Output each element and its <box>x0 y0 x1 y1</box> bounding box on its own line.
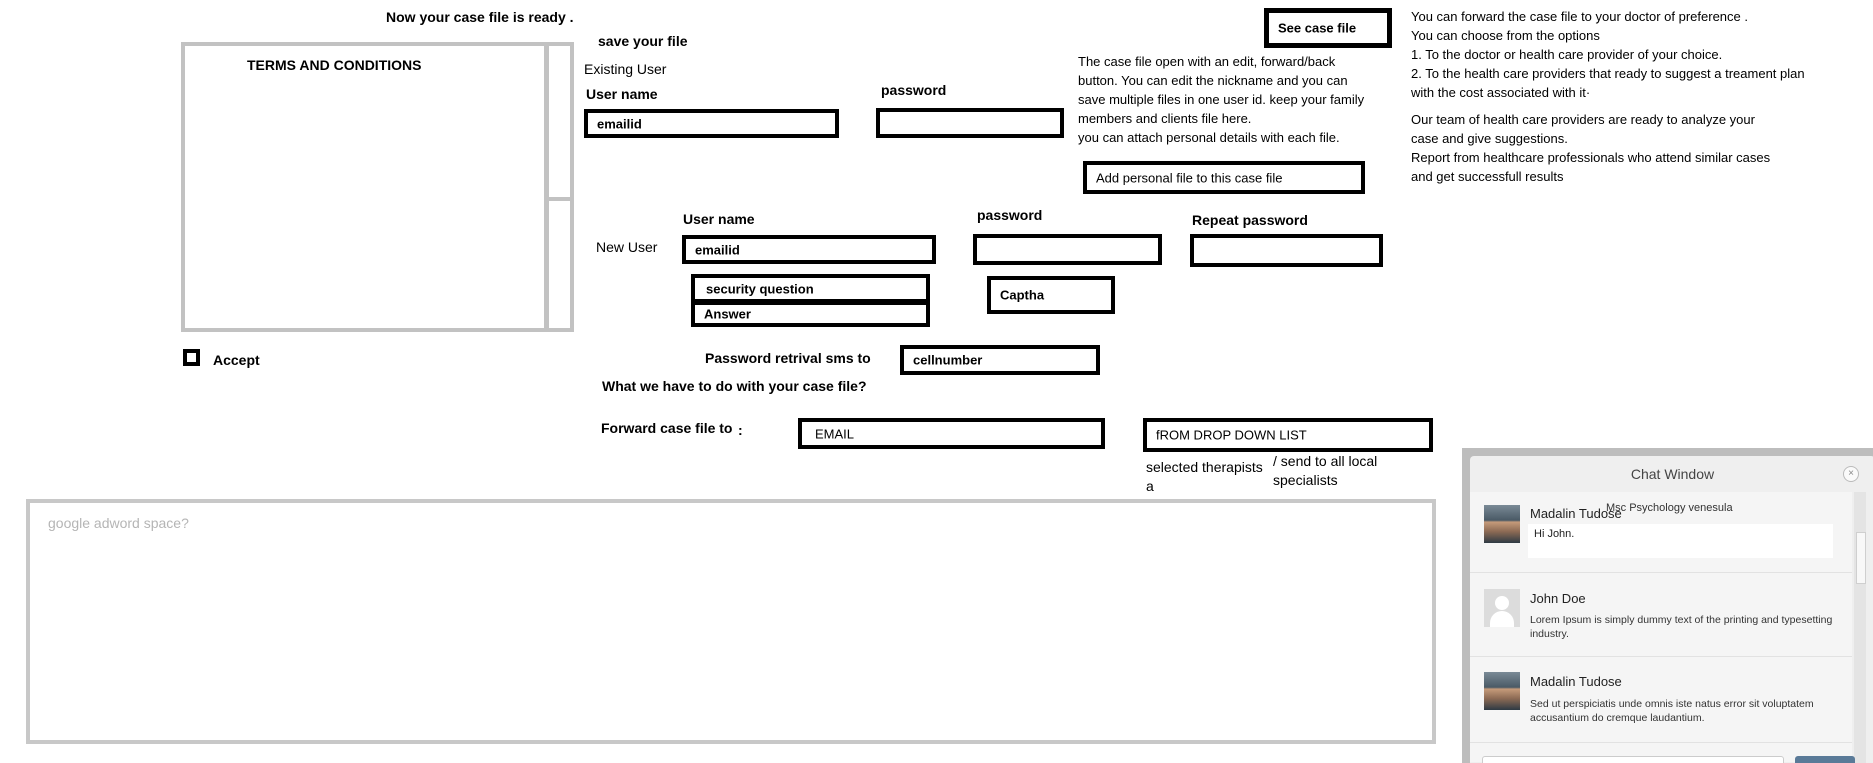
new-username-field[interactable]: emailid <box>682 235 936 264</box>
new-user-label: New User <box>596 239 658 255</box>
case-file-desc-line: you can attach personal details with eac… <box>1078 130 1340 145</box>
add-personal-file-button[interactable]: Add personal file to this case file <box>1083 161 1365 194</box>
info-line: with the cost associated with it· <box>1411 85 1591 100</box>
answer-value: Answer <box>704 306 751 322</box>
accept-checkbox[interactable] <box>183 349 200 366</box>
terms-scrollbar[interactable] <box>544 42 549 332</box>
cellnumber-value: cellnumber <box>913 352 983 368</box>
new-password-field[interactable] <box>973 234 1162 265</box>
chat-message-text: Hi John. <box>1534 528 1575 540</box>
chat-bubble: Hi John. <box>1528 524 1833 558</box>
case-ready-heading: Now your case file is ready . <box>386 9 574 25</box>
repeat-password-label: Repeat password <box>1192 212 1308 228</box>
chat-scrollbar[interactable] <box>1854 492 1866 763</box>
info-line <box>1411 102 1805 110</box>
case-file-description: The case file open with an edit, forward… <box>1078 52 1364 147</box>
case-file-desc-line: save multiple files in one user id. keep… <box>1078 92 1365 107</box>
existing-user-label: Existing User <box>584 61 667 77</box>
selected-therapists-label-2: a <box>1146 478 1154 494</box>
repeat-password-field[interactable] <box>1190 234 1383 267</box>
accept-label: Accept <box>213 352 260 368</box>
avatar <box>1484 672 1520 710</box>
info-line: You can forward the case file to your do… <box>1411 9 1748 24</box>
chat-sender-name: Madalin Tudose <box>1530 506 1622 521</box>
forward-info-text: You can forward the case file to your do… <box>1411 7 1805 186</box>
chat-message: John Doe Lorem Ipsum is simply dummy tex… <box>1470 573 1852 657</box>
chat-send-button[interactable] <box>1795 756 1855 763</box>
chat-messages: Madalin Tudose Msc Psychology venesula H… <box>1470 492 1852 762</box>
chat-sender-name: Madalin Tudose <box>1530 674 1622 689</box>
close-icon[interactable]: × <box>1843 466 1859 482</box>
save-file-title: save your file <box>598 33 688 49</box>
adword-space: google adword space? <box>26 499 1436 744</box>
forward-dropdown[interactable]: fROM DROP DOWN LIST <box>1143 418 1433 452</box>
case-file-desc-line: members and clients file here. <box>1078 111 1252 126</box>
existing-password-label: password <box>881 82 947 98</box>
avatar <box>1484 589 1520 627</box>
terms-scrollbar-thumb[interactable] <box>549 197 574 201</box>
info-line: case and give suggestions. <box>1411 131 1568 146</box>
send-all-label: / send to all local <box>1273 453 1378 469</box>
security-question-value: security question <box>706 281 814 296</box>
forward-label: Forward case file to <box>601 420 733 436</box>
captcha-field[interactable]: Captha <box>987 276 1115 314</box>
security-question-field[interactable]: security question <box>691 274 930 303</box>
existing-username-label: User name <box>586 86 658 102</box>
chat-scrollbar-thumb[interactable] <box>1856 532 1866 584</box>
see-case-file-label: See case file <box>1278 20 1357 36</box>
info-line: and get successfull results <box>1411 169 1564 184</box>
chat-window: Chat Window × Madalin Tudose Msc Psychol… <box>1462 448 1873 763</box>
forward-email-field[interactable]: EMAIL <box>798 418 1105 449</box>
chat-message-text: Sed ut perspiciatis unde omnis iste natu… <box>1530 698 1814 724</box>
chat-title: Chat Window <box>1630 466 1715 482</box>
chat-message: Madalin Tudose Sed ut perspiciatis unde … <box>1470 657 1852 743</box>
chat-panel: Chat Window × Madalin Tudose Msc Psychol… <box>1470 456 1873 763</box>
avatar <box>1484 505 1520 543</box>
forward-colon: : <box>738 422 743 438</box>
terms-title: TERMS AND CONDITIONS <box>247 57 422 73</box>
case-file-desc-line: button. You can edit the nickname and yo… <box>1078 73 1348 88</box>
info-line: Our team of health care providers are re… <box>1411 112 1755 127</box>
chat-input[interactable] <box>1482 756 1784 763</box>
chat-sender-subtitle: Msc Psychology venesula <box>1606 502 1733 514</box>
info-line: Report from healthcare professionals who… <box>1411 150 1771 165</box>
case-file-question: What we have to do with your case file? <box>602 378 867 394</box>
existing-username-value: emailid <box>597 116 642 131</box>
add-personal-file-label: Add personal file to this case file <box>1096 170 1283 185</box>
new-username-value: emailid <box>695 242 740 257</box>
answer-field[interactable]: Answer <box>691 301 930 327</box>
see-case-file-button[interactable]: See case file <box>1264 8 1392 48</box>
info-line: 2. To the health care providers that rea… <box>1411 66 1805 81</box>
existing-password-field[interactable] <box>876 108 1064 138</box>
chat-sender-name: John Doe <box>1530 591 1586 606</box>
captcha-value: Captha <box>1000 287 1045 303</box>
new-username-label: User name <box>683 211 755 227</box>
selected-therapists-label: selected therapists <box>1146 459 1263 475</box>
chat-message: Madalin Tudose Msc Psychology venesula H… <box>1470 492 1852 573</box>
send-all-label-2: specialists <box>1273 472 1338 488</box>
adword-placeholder: google adword space? <box>48 515 189 531</box>
case-file-desc-line: The case file open with an edit, forward… <box>1078 54 1336 69</box>
forward-email-value: EMAIL <box>815 426 855 441</box>
forward-dropdown-value: fROM DROP DOWN LIST <box>1156 427 1307 443</box>
info-line: 1. To the doctor or health care provider… <box>1411 47 1723 62</box>
chat-message-text: Lorem Ipsum is simply dummy text of the … <box>1530 614 1833 640</box>
existing-username-field[interactable]: emailid <box>584 109 839 138</box>
new-password-label: password <box>977 207 1043 223</box>
info-line: You can choose from the options <box>1411 28 1600 43</box>
terms-and-conditions-box[interactable] <box>181 42 574 332</box>
password-retrieval-label: Password retrival sms to <box>705 350 871 366</box>
cellnumber-field[interactable]: cellnumber <box>900 345 1100 375</box>
